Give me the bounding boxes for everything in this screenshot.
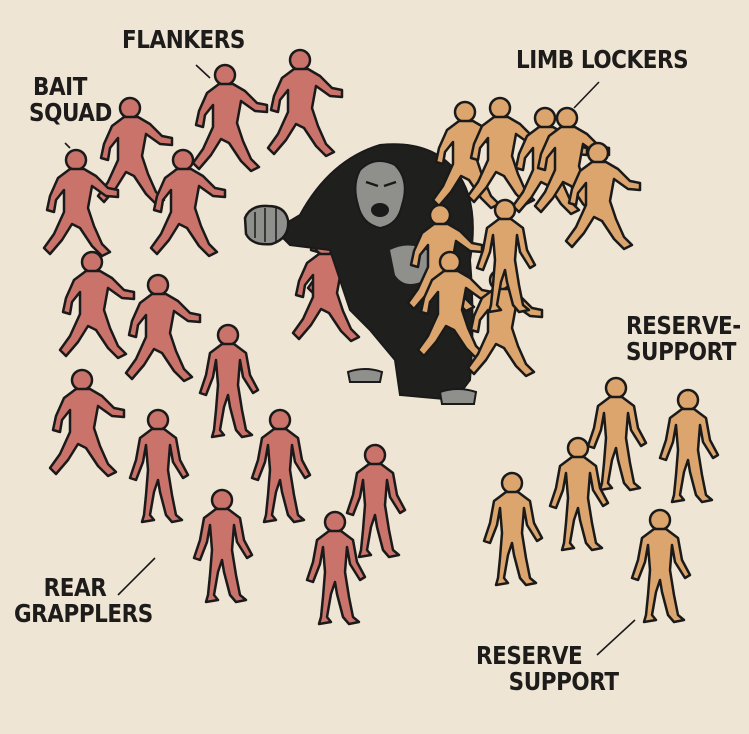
red-team-group bbox=[42, 48, 407, 626]
label-bait-squad: BAIT SQUAD bbox=[29, 72, 112, 128]
label-flankers: FLANKERS bbox=[122, 25, 245, 54]
leader-lines bbox=[64, 64, 636, 656]
label-rear-grapplers: REAR GRAPPLERS bbox=[13, 573, 153, 629]
label-reserve-support-bottom: RESERVE SUPPORT bbox=[476, 641, 619, 697]
label-limb-lockers: LIMB LOCKERS bbox=[516, 45, 689, 74]
label-reserve-support-top: RESERVE- SUPPORT bbox=[626, 311, 741, 367]
